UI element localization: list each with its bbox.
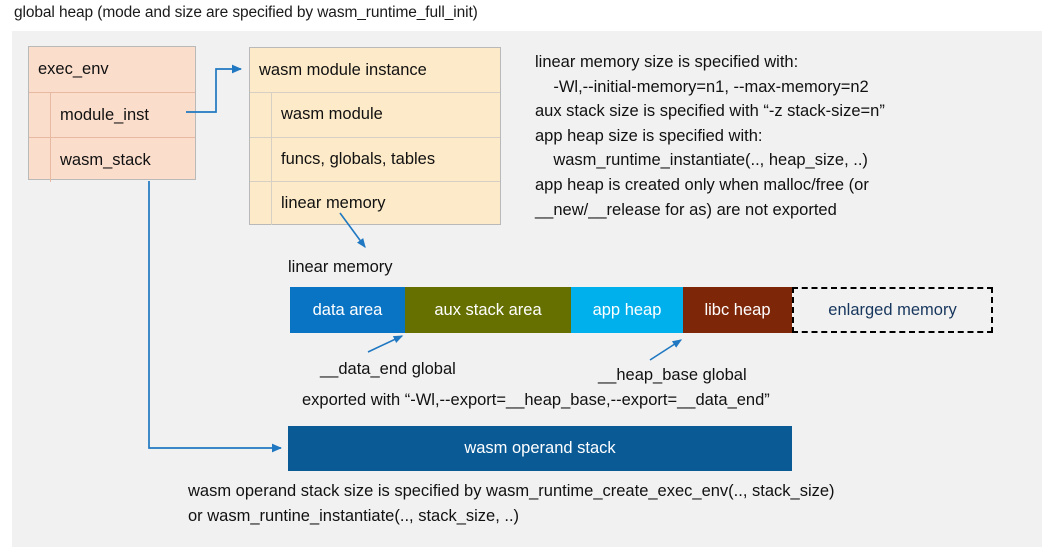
linear-memory-caption: linear memory: [288, 258, 393, 276]
module-instance-field-label: funcs, globals, tables: [281, 149, 436, 168]
memory-segment-label: enlarged memory: [828, 300, 957, 319]
indent-cell: [250, 137, 272, 181]
indent-cell: [250, 181, 272, 226]
memory-segment-data-area: data area: [290, 287, 405, 333]
exec-env-box: exec_env module_inst wasm_stack: [28, 46, 196, 182]
module-instance-header-label: wasm module instance: [259, 60, 427, 79]
exec-env-field-wasm-stack: wasm_stack: [29, 137, 195, 182]
module-instance-field-label: linear memory: [281, 194, 386, 213]
memory-segment-label: data area: [312, 300, 383, 319]
indent-cell: [29, 93, 51, 137]
memory-segment-libc-heap: libc heap: [683, 287, 792, 333]
wasm-operand-stack-note: wasm operand stack size is specified by …: [188, 482, 835, 525]
module-instance-field-wasm-module: wasm module: [250, 92, 500, 137]
linear-memory-bar: data area aux stack area app heap libc h…: [290, 287, 993, 333]
memory-segment-label: libc heap: [704, 300, 771, 319]
exec-env-header-label: exec_env: [38, 60, 109, 78]
indent-cell: [29, 138, 51, 182]
linear-memory-notes: linear memory size is specified with: -W…: [535, 53, 885, 219]
memory-segment-label: aux stack area: [434, 300, 542, 319]
memory-segment-label: app heap: [592, 300, 662, 319]
memory-segment-app-heap: app heap: [571, 287, 683, 333]
exec-env-field-label: module_inst: [60, 105, 149, 124]
module-instance-header: wasm module instance: [250, 48, 500, 92]
indent-cell: [250, 93, 272, 137]
memory-segment-enlarged-memory: enlarged memory: [792, 287, 993, 333]
module-instance-field-funcs-globals-tables: funcs, globals, tables: [250, 136, 500, 181]
exec-env-header: exec_env: [29, 47, 195, 92]
data-end-annotation: __data_end global: [320, 360, 456, 378]
exec-env-field-module-inst: module_inst: [29, 92, 195, 137]
wasm-operand-stack-label: wasm operand stack: [464, 439, 616, 457]
memory-segment-aux-stack-area: aux stack area: [405, 287, 571, 333]
heap-base-annotation: __heap_base global: [598, 366, 747, 384]
diagram-panel: exec_env module_inst wasm_stack wasm mod…: [12, 31, 1042, 547]
module-instance-field-label: wasm module: [281, 105, 383, 124]
export-annotation: exported with “-Wl,--export=__heap_base,…: [302, 391, 770, 409]
exec-env-field-label: wasm_stack: [60, 150, 151, 169]
module-instance-field-linear-memory: linear memory: [250, 180, 500, 226]
page-title: global heap (mode and size are specified…: [14, 4, 478, 21]
wasm-module-instance-box: wasm module instance wasm module funcs, …: [249, 47, 501, 226]
wasm-operand-stack-box: wasm operand stack: [288, 426, 792, 471]
